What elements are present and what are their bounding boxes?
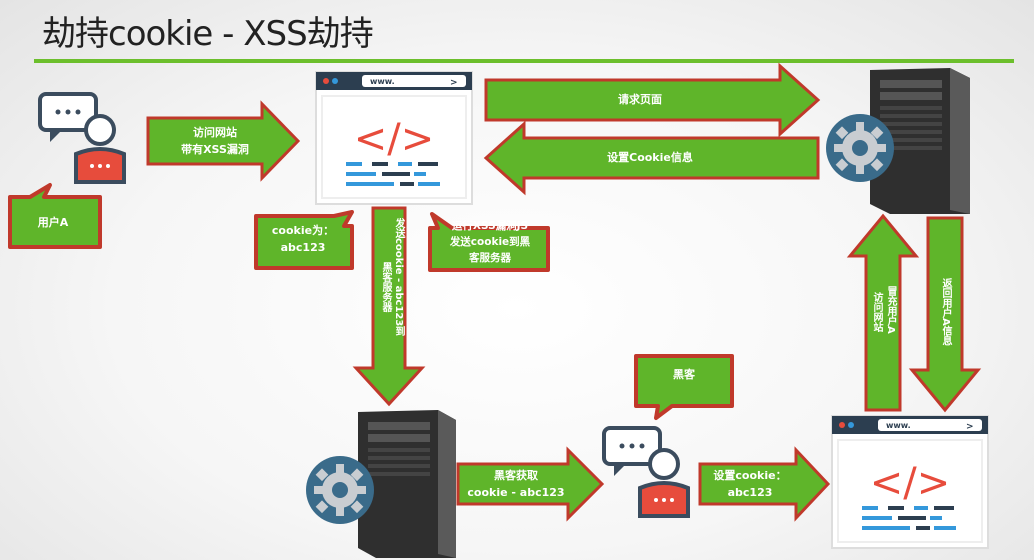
page-title: 劫持cookie - XSS劫持 xyxy=(42,14,374,54)
hacker-set-text: 设置cookie： abc123 xyxy=(704,467,796,501)
arrow-request-page xyxy=(484,62,821,138)
run-xss-line3: 客服务器 xyxy=(469,252,511,264)
hacker-obtain-text: 黑客获取 cookie - abc123 xyxy=(466,467,566,501)
arrow-hacker-set-cookie xyxy=(698,446,831,522)
visit-line2: 带有XSS漏洞 xyxy=(181,143,249,156)
hacker-obtain-line2: cookie - abc123 xyxy=(467,486,565,499)
browser-code-icon-2: www. > </> xyxy=(831,415,989,549)
arrow-visit-text: 访问网站 带有XSS漏洞 xyxy=(168,124,262,158)
hacker-server-icon xyxy=(306,410,456,558)
request-page-text: 请求页面 xyxy=(618,93,662,106)
user-a-bubble-shape xyxy=(8,183,102,249)
run-xss-line2: 发送cookie到黑 xyxy=(449,236,531,248)
arrow-pose-user xyxy=(846,213,920,412)
browser-url: www. xyxy=(370,77,395,86)
svg-text:>: > xyxy=(450,78,458,88)
set-cookie-text: 设置Cookie信息 xyxy=(607,151,693,164)
run-xss-line1: 运行XSS漏洞JS xyxy=(451,220,529,232)
cookie-line2: abc123 xyxy=(280,241,326,254)
arrow-return-info xyxy=(908,216,982,413)
browser-code-icon: www. > </> xyxy=(315,71,473,205)
hacker-label: 黑客 xyxy=(673,368,695,381)
server-gear-icon xyxy=(826,68,970,214)
svg-text:>: > xyxy=(966,422,974,432)
return-info-text: 返回用户A信息 xyxy=(940,278,951,346)
arrow-hacker-obtain xyxy=(456,446,605,522)
pose-text-2: 访问网站 xyxy=(871,292,882,332)
run-xss-bubble-shape xyxy=(428,212,550,272)
browser-url-2: www. xyxy=(886,421,911,430)
pose-text-1: 冒充用户A xyxy=(885,286,896,334)
send-cookie-text-1: 发送cookie - abc123到 xyxy=(393,218,404,337)
svg-text:</>: </> xyxy=(354,116,435,162)
arrow-set-cookie xyxy=(483,120,820,196)
hacker-obtain-line1: 黑客获取 xyxy=(494,469,538,482)
hacker-set-line1: 设置cookie： xyxy=(713,469,787,482)
cookie-bubble-text: cookie为： abc123 xyxy=(258,222,348,256)
cookie-bubble-shape xyxy=(254,210,354,270)
visit-line1: 访问网站 xyxy=(193,126,237,139)
user-a-label: 用户A xyxy=(37,216,69,229)
hacker-set-line2: abc123 xyxy=(727,486,773,499)
arrow-send-cookie xyxy=(352,206,426,407)
arrow-visit-site xyxy=(146,100,301,182)
run-xss-bubble-text: 运行XSS漏洞JS 发送cookie到黑 客服务器 xyxy=(430,218,550,266)
hacker-bubble-shape xyxy=(634,354,734,420)
cookie-line1: cookie为： xyxy=(271,224,335,237)
hacker-chat-icon xyxy=(602,426,690,518)
send-cookie-text-2: 黑客服务器 xyxy=(380,262,391,312)
svg-text:</>: </> xyxy=(870,460,951,506)
user-chat-icon xyxy=(38,92,126,184)
title-underline xyxy=(34,59,1014,63)
